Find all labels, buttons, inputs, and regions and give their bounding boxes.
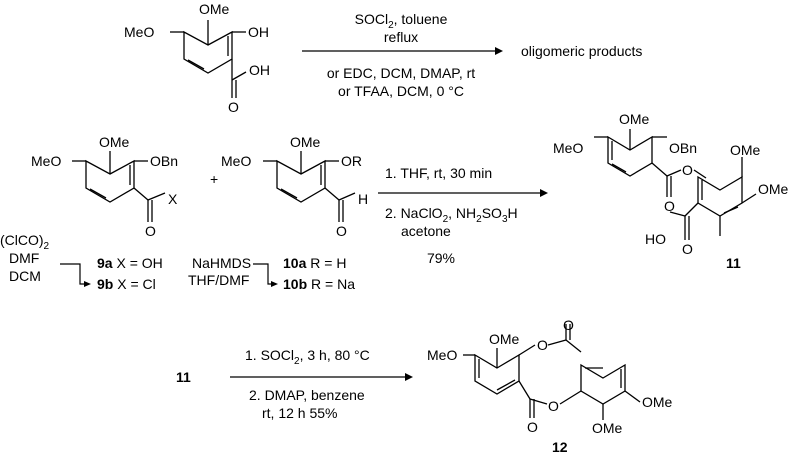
carbonyl-o-label: O (145, 223, 156, 239)
conversion-arrowhead-9 (84, 281, 91, 287)
condition-reflux: reflux (384, 29, 418, 45)
or-label: OR (341, 153, 362, 169)
step-3-1-text: 1. SOCl2, 3 h, 80 °C (245, 347, 370, 367)
ome-label: OMe (199, 1, 230, 17)
obn-label: OBn (669, 140, 697, 156)
reagent-dcm: DCM (9, 268, 41, 284)
x-label: X (168, 191, 178, 207)
compound-label-11: 11 (726, 255, 741, 271)
starting-material-structure: OMe MeO OH OH O (124, 1, 270, 115)
ester-o-label: O (682, 162, 693, 178)
acid-oh-label: OH (249, 62, 270, 78)
carbonyl-o-label: O (228, 99, 239, 115)
obn-label: OBn (150, 153, 178, 169)
ring-o-label-2: O (548, 398, 559, 414)
arrowhead-2 (540, 189, 548, 197)
reagent-dmf: DMF (9, 250, 39, 266)
reactant-11-label: 11 (176, 369, 191, 385)
label-9a: 9a X = OH (97, 255, 163, 271)
aldehyde-10-structure: OMe MeO OR H O (221, 134, 368, 239)
reagent-thf-dmf: THF/DMF (188, 272, 249, 288)
ome-right-label: OMe (730, 142, 761, 158)
meo-label: MeO (124, 24, 154, 40)
arrowhead-1 (495, 47, 503, 55)
label-9b: 9b X = Cl (97, 276, 156, 292)
arrowhead-3 (405, 373, 413, 381)
carbonyl-o-label-1: O (563, 317, 574, 333)
step-2-solvent: acetone (401, 223, 451, 239)
conversion-arrowhead-10 (271, 281, 278, 287)
label-10a: 10a R = H (283, 255, 346, 271)
step-3-2-text: 2. DMAP, benzene (249, 387, 365, 403)
label-10b: 10b R = Na (283, 276, 355, 292)
ome-right-2-label: OMe (758, 181, 789, 197)
reagent-clco2: (ClCO)2 (0, 232, 50, 252)
step-3-conditions: rt, 12 h 55% (262, 405, 338, 421)
condition-socl2-toluene: SOCl2, toluene (355, 11, 448, 31)
acid-9-structure: OMe MeO OBn X O (31, 134, 178, 239)
conversion-arrow-10 (253, 263, 273, 285)
condition-tfaa: or TFAA, DCM, 0 °C (338, 83, 464, 99)
meo-label: MeO (427, 347, 457, 363)
plus-sign: + (210, 171, 218, 187)
ring-o-label-1: O (537, 337, 548, 353)
conversion-arrow-9 (60, 263, 86, 285)
lactone-12-structure: OMe MeO O O O O OMe OMe 12 (427, 317, 673, 455)
acid-o-label: O (682, 241, 693, 257)
h-label: H (358, 191, 368, 207)
benzene-ring-right (697, 175, 743, 217)
yield-79: 79% (427, 250, 455, 266)
meo-label: MeO (221, 153, 251, 169)
ome-top-label: OMe (619, 111, 650, 127)
meo-label: MeO (31, 153, 61, 169)
carbonyl-o-label: O (336, 223, 347, 239)
reagent-nahmds: NaHMDS (192, 255, 251, 271)
oligomeric-products: oligomeric products (521, 43, 642, 59)
compound-label-12: 12 (552, 439, 568, 455)
ester-11-structure: OMe MeO OBn O O OMe OMe HO O 11 (553, 111, 789, 271)
ome-label: OMe (290, 134, 321, 150)
ome-bottom-label: OMe (592, 420, 623, 436)
ome-top-label: OMe (489, 331, 520, 347)
meo-label: MeO (553, 140, 583, 156)
ome-label: OMe (99, 134, 130, 150)
acid-ho-label: HO (645, 231, 666, 247)
ester-carbonyl-o-label: O (664, 198, 675, 214)
step-1-text: 1. THF, rt, 30 min (385, 165, 492, 181)
oh-label: OH (248, 24, 269, 40)
ome-right-label: OMe (642, 394, 673, 410)
carbonyl-o-label-2: O (527, 419, 538, 435)
step-2-text: 2. NaClO2, NH2SO3H (385, 205, 518, 225)
benzene-ring-right (580, 363, 626, 405)
condition-edc: or EDC, DCM, DMAP, rt (327, 65, 475, 81)
